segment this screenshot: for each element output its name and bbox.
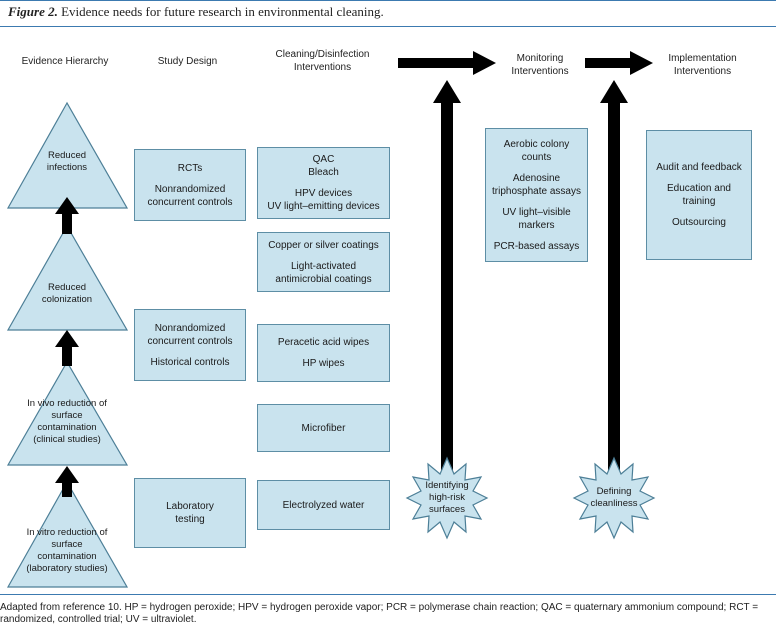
study-item-laboratory: Laboratory testing: [166, 501, 214, 525]
implementation-item-education: Education and training: [667, 183, 731, 207]
implementation-box: Audit and feedback Education and trainin…: [646, 130, 752, 260]
starburst-high-risk-surfaces: [405, 456, 489, 540]
cleaning-item-copper: Copper or silver coatings: [268, 239, 379, 251]
monitoring-item-aerobic: Aerobic colony counts: [503, 138, 570, 163]
heading-evidence-hierarchy: Evidence Hierarchy: [21, 56, 109, 67]
heading-study-design: Study Design: [157, 56, 218, 67]
bottom-rule: [0, 594, 776, 595]
figure-label: Figure 2.: [8, 4, 58, 19]
footnote: Adapted from reference 10. HP = hydrogen…: [0, 602, 759, 625]
arrow-up-1: [55, 197, 79, 234]
figure-title: Figure 2. Evidence needs for future rese…: [8, 4, 384, 20]
label-reduced-colonization: Reduced colonization: [41, 282, 93, 305]
cleaning-item-microfiber: Microfiber: [301, 422, 346, 434]
label-defining-cleanliness: Defining cleanliness: [590, 486, 638, 509]
cleaning-item-hp-wipes: HP wipes: [302, 358, 345, 369]
cleaning-box-wipes: Peracetic acid wipes HP wipes: [257, 324, 390, 382]
monitoring-item-uv-markers: UV light–visible markers: [502, 206, 571, 231]
cleaning-item-electrolyzed: Electrolyzed water: [282, 499, 365, 511]
cleaning-item-uv: UV light–emitting devices: [267, 201, 380, 212]
arrow-up-2: [55, 330, 79, 366]
cleaning-item-qac: QAC: [312, 154, 335, 165]
study-box-controls: Nonrandomized concurrent controls Histor…: [134, 309, 246, 381]
figure-title-text: Evidence needs for future research in en…: [61, 4, 384, 19]
monitoring-item-pcr: PCR-based assays: [493, 240, 580, 252]
study-item-nonrandomized: Nonrandomized concurrent controls: [147, 322, 233, 347]
starburst-defining-cleanliness: [572, 456, 656, 540]
heading-implementation: Implementation Interventions: [668, 53, 737, 77]
study-item-nonrandomized: Nonrandomized concurrent controls: [147, 183, 233, 208]
study-box-laboratory: Laboratory testing: [134, 478, 246, 548]
arrow-right-2: [585, 51, 653, 75]
label-reduced-infections: Reduced infections: [46, 150, 88, 173]
study-item-rcts: RCTs: [177, 162, 203, 174]
arrow-right-1: [398, 51, 496, 75]
heading-monitoring: Monitoring Interventions: [511, 53, 569, 77]
study-box-rcts: RCTs Nonrandomized concurrent controls: [134, 149, 246, 221]
study-item-historical: Historical controls: [150, 356, 230, 368]
title-rule: [0, 26, 776, 27]
label-in-vivo: In vivo reduction of surface contaminati…: [27, 398, 107, 445]
monitoring-item-atp: Adenosine triphosphate assays: [492, 172, 581, 197]
cleaning-item-bleach: Bleach: [308, 167, 339, 178]
cleaning-item-hpv: HPV devices: [294, 188, 353, 199]
cleaning-box-electrolyzed: Electrolyzed water: [257, 480, 390, 530]
heading-cleaning: Cleaning/Disinfection Interventions: [275, 49, 370, 73]
triangle-in-vitro: [6, 480, 129, 588]
implementation-item-audit: Audit and feedback: [656, 162, 742, 173]
triangle-reduced-colonization: [6, 224, 129, 331]
implementation-item-outsourcing: Outsourcing: [672, 217, 726, 228]
cleaning-item-light-activated: Light-activated antimicrobial coatings: [275, 260, 372, 285]
monitoring-box: Aerobic colony counts Adenosine triphosp…: [485, 128, 588, 262]
label-in-vitro: In vitro reduction of surface contaminat…: [26, 527, 108, 574]
triangle-in-vivo: [6, 360, 129, 466]
arrow-up-tall-2: [600, 80, 628, 470]
label-high-risk-surfaces: Identifying high-risk surfaces: [425, 480, 469, 515]
arrow-up-tall-1: [433, 80, 461, 470]
top-rule: [0, 0, 776, 1]
cleaning-item-peracetic: Peracetic acid wipes: [277, 337, 370, 348]
cleaning-box-microfiber: Microfiber: [257, 404, 390, 452]
arrow-up-3: [55, 466, 79, 497]
cleaning-box-coatings: Copper or silver coatings Light-activate…: [257, 232, 390, 292]
cleaning-box-devices: QAC Bleach HPV devices UV light–emitting…: [257, 147, 390, 219]
